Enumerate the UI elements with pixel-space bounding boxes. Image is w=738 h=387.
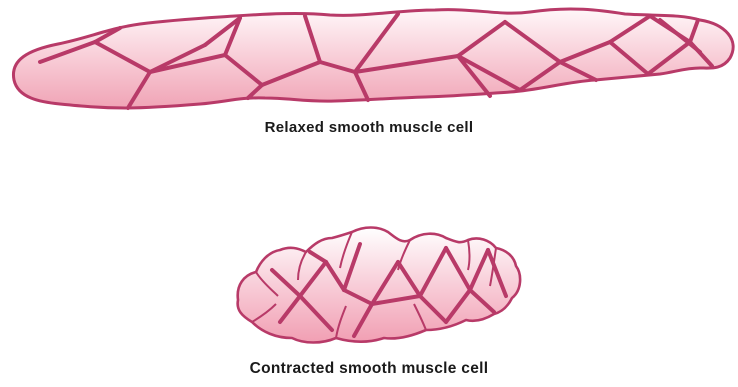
contracted-cell-body xyxy=(238,228,520,343)
contracted-cell xyxy=(238,228,520,343)
contracted-cell-caption: Contracted smooth muscle cell xyxy=(0,360,738,378)
relaxed-cell xyxy=(13,9,733,108)
relaxed-cell-caption: Relaxed smooth muscle cell xyxy=(0,119,738,136)
